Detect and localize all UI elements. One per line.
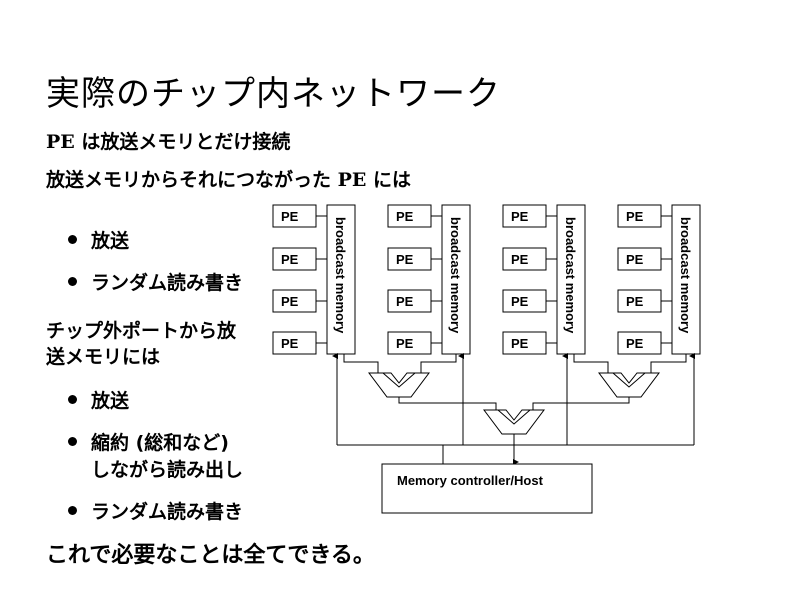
reducer-input-link (343, 354, 379, 373)
offchip-heading-line1: チップ外ポートから放 (46, 320, 237, 342)
statement-text: 放送メモリからそれにつながった (46, 169, 338, 191)
broadcast-memory-label: broadcast memory (333, 217, 348, 334)
host-label: Memory controller/Host (397, 473, 544, 488)
host-box (381, 463, 593, 514)
conclusion: これで必要なことは全てできる。 (46, 543, 375, 568)
pe-label: PE (396, 294, 414, 309)
broadcast-memory-box (441, 204, 471, 355)
pe-label: PE (626, 209, 644, 224)
pe-label: PE (511, 294, 529, 309)
list-item-text: 縮約 (総和など) (91, 432, 229, 454)
bullet-icon (68, 506, 77, 515)
reducer-unit (368, 372, 430, 398)
reducer-notch (382, 372, 416, 388)
pe-label: PE (281, 336, 299, 351)
bullet-icon (68, 437, 77, 446)
pe-label: PE (626, 336, 644, 351)
pe-label: PE (281, 294, 299, 309)
reducer-notch (497, 409, 531, 425)
statement-memory-to-pe: 放送メモリからそれにつながった PE には (46, 165, 411, 192)
offchip-heading-line2: 送メモリには (46, 346, 161, 368)
reducer-input-link (398, 397, 497, 410)
list-item-continuation: しながら読み出し (91, 459, 244, 481)
bullet-icon (68, 235, 77, 244)
pe-term: PE (337, 169, 367, 191)
pe-label: PE (511, 209, 529, 224)
broadcast-memory-box (326, 204, 356, 355)
pe-label: PE (626, 294, 644, 309)
pe-label: PE (396, 336, 414, 351)
list-item: 放送 (68, 226, 129, 253)
reducer-input-link (573, 354, 609, 373)
broadcast-memory-label: broadcast memory (563, 217, 578, 334)
reducer-unit (483, 409, 545, 435)
list-item-text: ランダム読み書き (91, 501, 244, 523)
list-item: 縮約 (総和など) (68, 428, 229, 455)
pe-label: PE (281, 252, 299, 267)
pe-label: PE (396, 209, 414, 224)
pe-label: PE (396, 252, 414, 267)
pe-label: PE (511, 252, 529, 267)
bullet-icon (68, 395, 77, 404)
slide-title: 実際のチップ内ネットワーク (46, 74, 501, 114)
broadcast-memory-label: broadcast memory (678, 217, 693, 334)
bullet-icon (68, 277, 77, 286)
reducer-input-link (532, 397, 630, 410)
statement-pe-connection: PE は放送メモリとだけ接続 (46, 127, 290, 154)
statement-tail: には (366, 169, 412, 191)
reducer-notch (612, 372, 646, 388)
list-item-text: 放送 (91, 390, 130, 412)
list-item-text: ランダム読み書き (91, 272, 244, 294)
pe-term: PE (46, 131, 75, 153)
pe-label: PE (281, 209, 299, 224)
pe-label: PE (511, 336, 529, 351)
statement-text: は放送メモリとだけ接続 (74, 131, 291, 153)
list-item: ランダム読み書き (68, 497, 243, 524)
broadcast-memory-box (556, 204, 586, 355)
reducer-input-link (420, 354, 457, 373)
reducer-input-link (650, 354, 687, 373)
list-item: 放送 (68, 386, 129, 413)
list-item-text: 放送 (91, 230, 130, 252)
pe-label: PE (626, 252, 644, 267)
reducer-unit (598, 372, 660, 398)
broadcast-memory-label: broadcast memory (448, 217, 463, 334)
list-item: ランダム読み書き (68, 268, 243, 295)
broadcast-memory-box (671, 204, 701, 355)
